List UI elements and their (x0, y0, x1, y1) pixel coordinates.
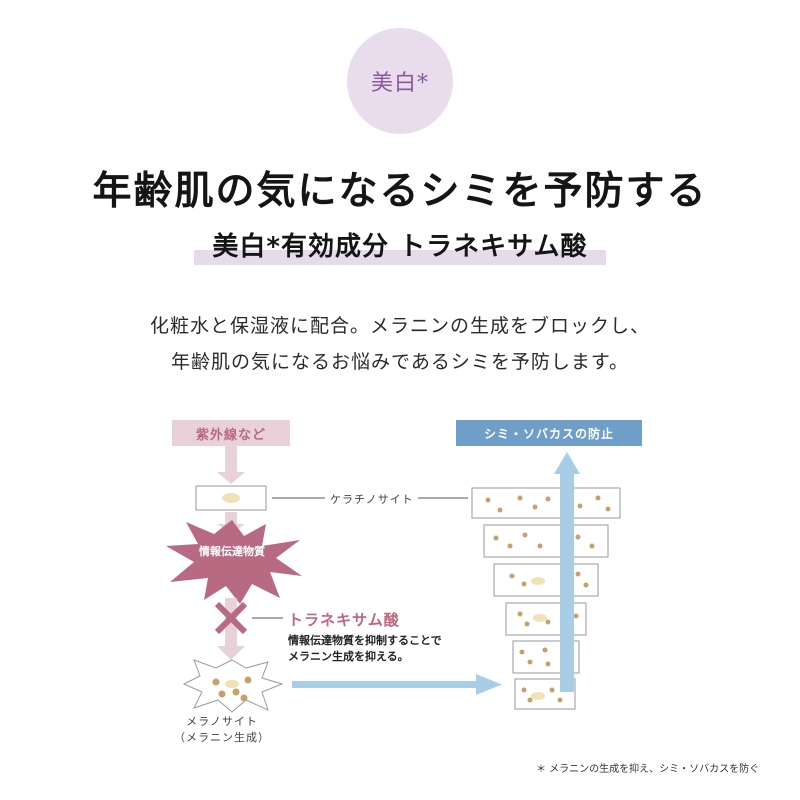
uv-label: 紫外線など (172, 420, 290, 446)
uv-arrow-head (217, 472, 245, 484)
melanocyte-label-line-1: メラノサイト (186, 715, 258, 728)
transfer-arrow-shaft (292, 681, 478, 688)
description-line-2: 年齢肌の気になるお悩みであるシミを予防します。 (171, 351, 629, 373)
layer-nucleus (531, 692, 545, 700)
tranexamic-description: 情報伝達物質を抑制することで メラニン生成を抑える。 (288, 633, 442, 665)
melanocyte-nucleus (225, 680, 239, 688)
inhibit-x-line-2 (214, 601, 248, 635)
melanocyte-label-line-2: （メラニン生成） (174, 731, 270, 744)
subheadline-wrap: 美白*有効成分 トラネキサム酸 (0, 226, 800, 265)
keratinocyte-label: ケラチノサイト (330, 493, 414, 506)
transfer-arrow-head (476, 674, 502, 695)
uv-arrow-shaft (225, 446, 237, 474)
layer-nucleus (533, 614, 547, 622)
skin-layer (471, 487, 621, 519)
badge-text: 美白* (370, 71, 429, 96)
tranexamic-title: トラネキサム酸 (288, 611, 400, 629)
prevention-label: シミ・ソバカスの防止 (456, 420, 642, 446)
tranexamic-desc-line-2: メラニン生成を抑える。 (288, 650, 409, 663)
subheadline: 美白*有効成分 トラネキサム酸 (194, 226, 606, 265)
prevent-arrow-head (554, 452, 580, 474)
headline: 年齢肌の気になるシミを予防する (92, 169, 708, 214)
melanin-dot (218, 690, 226, 698)
skin-layer (493, 563, 599, 597)
melanin-dot (232, 688, 240, 696)
melanin-dot (240, 694, 248, 702)
tranexamic-desc-line-1: 情報伝達物質を抑制することで (288, 634, 442, 647)
layer-dots (485, 495, 611, 703)
melanocyte-label: メラノサイト （メラニン生成） (162, 714, 282, 746)
keratinocyte-nucleus (222, 493, 240, 503)
inhibit-arrow-shaft (225, 598, 237, 648)
description: 化粧水と保湿液に配合。メラニンの生成をブロックし、 年齢肌の気になるお悩みである… (0, 308, 800, 380)
melanin-dot (212, 678, 220, 686)
footnote: ＊ メラニンの生成を抑え、シミ・ソバカスを防ぐ (536, 764, 760, 775)
layer-nucleus (531, 577, 545, 585)
description-line-1: 化粧水と保湿液に配合。メラニンの生成をブロックし、 (149, 315, 650, 337)
signal-label: 情報伝達物質 (199, 545, 265, 558)
signal-arrow-shaft (225, 512, 237, 526)
skin-layer (483, 524, 609, 558)
melanin-dot (244, 676, 252, 684)
signal-burst (166, 520, 302, 604)
inhibit-arrow-head (217, 646, 245, 660)
prevent-arrow-shaft (560, 470, 574, 692)
whitening-badge: 美白* (347, 28, 453, 134)
